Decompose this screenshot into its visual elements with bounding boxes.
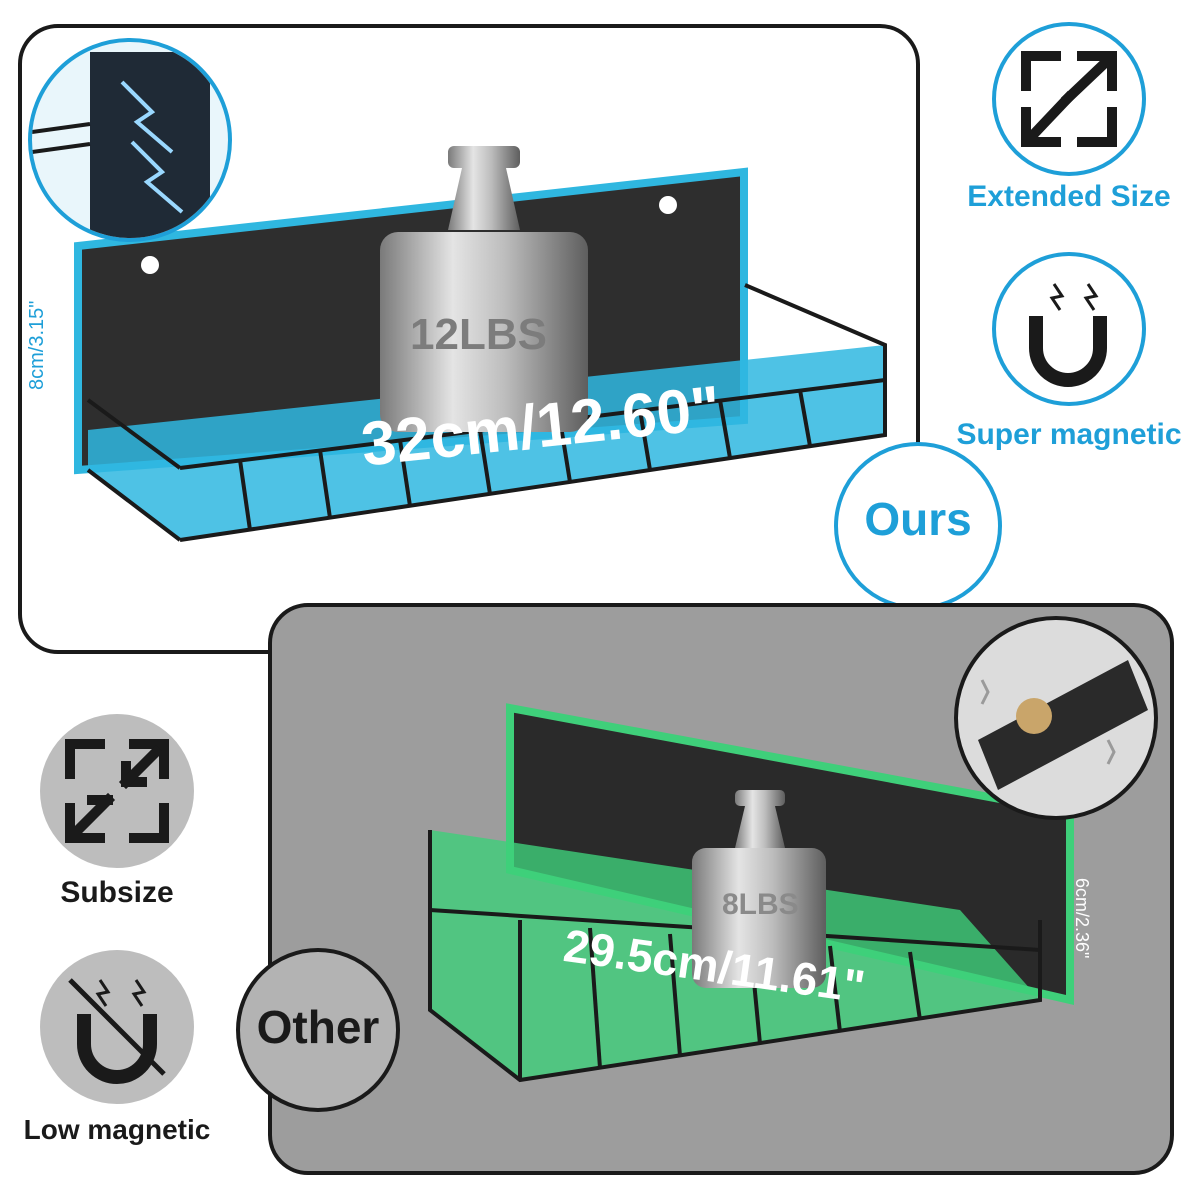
ours-mount-hole [141, 256, 159, 274]
shrink-arrows-icon [65, 739, 169, 843]
other-badge [236, 948, 400, 1112]
ours-badge [834, 442, 1002, 610]
magnet-icon [1029, 283, 1107, 387]
subsize-badge [40, 714, 194, 868]
low-magnetic-badge [40, 950, 194, 1104]
extended-size-badge [992, 22, 1146, 176]
super-magnetic-badge [992, 252, 1146, 406]
super-magnetic-label: Super magnetic [956, 418, 1182, 451]
low-magnetic-label: Low magnetic [23, 1114, 211, 1145]
lightning-icon [32, 52, 210, 238]
subsize-label: Subsize [60, 876, 174, 909]
ours-weight-body [380, 232, 588, 432]
ours-weight-neck [448, 168, 520, 230]
ours-mount-hole [659, 196, 677, 214]
ours-magnet-inset [28, 38, 232, 242]
other-weight-neck [735, 806, 785, 848]
other-weight-label: 8LBS [722, 888, 799, 921]
magnet-crossed-icon [68, 978, 166, 1084]
ours-basket-highlight [88, 345, 885, 540]
ours-badge-label: Ours [864, 493, 972, 545]
other-weight-body [692, 848, 826, 988]
other-height-label: 6cm/2.36" [1072, 878, 1092, 959]
other-weight-knob [735, 790, 785, 806]
weak-bracket-icon [978, 660, 1148, 790]
ours-weight-label: 12LBS [410, 310, 547, 359]
other-badge-label: Other [256, 1001, 380, 1053]
extended-size-label: Extended Size [967, 180, 1171, 213]
ours-weight-knob [448, 146, 520, 168]
expand-arrows-icon [1021, 51, 1117, 147]
other-magnet-inset [954, 616, 1158, 820]
